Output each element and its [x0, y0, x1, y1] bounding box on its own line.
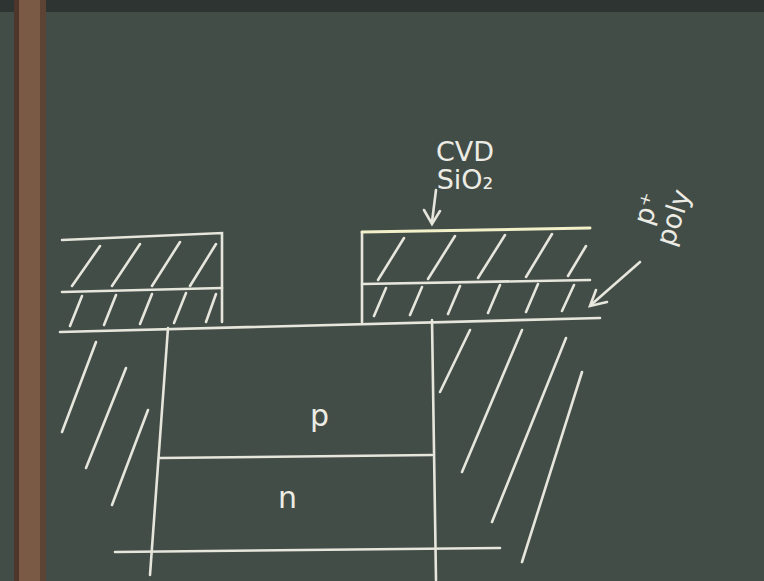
board-edge — [0, 0, 764, 12]
right-isolation-edge — [432, 320, 436, 580]
board-frame-shade — [40, 0, 46, 581]
left-oxide-outline — [62, 233, 222, 322]
right-oxide-top — [362, 228, 590, 232]
arrowhead — [590, 290, 607, 306]
region-label: p — [310, 400, 329, 432]
chalk-lines — [60, 190, 640, 580]
pn-junction-line — [160, 455, 432, 458]
left-isolation-edge — [150, 328, 168, 575]
right-poly-line — [362, 280, 590, 284]
material-label: CVD SiO₂ — [436, 138, 494, 195]
bottom-junction-line — [115, 548, 500, 552]
region-label: n — [278, 482, 297, 514]
board-frame — [14, 0, 46, 581]
left-poly-line — [62, 288, 222, 292]
board-frame-shade — [14, 0, 19, 581]
right-stack-edge — [361, 232, 364, 322]
leader-line — [592, 262, 640, 304]
arrowhead — [424, 210, 440, 224]
